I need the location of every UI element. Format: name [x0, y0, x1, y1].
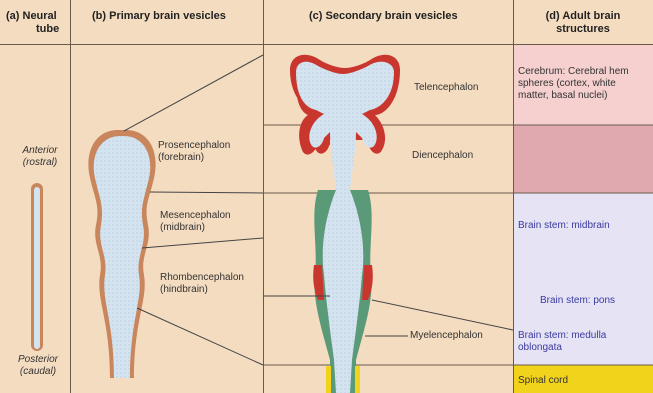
label-rhombencephalon: Rhombencephalon (hindbrain) [160, 272, 244, 296]
label-brainstem-medulla: Brain stem: medulla oblongata [518, 330, 606, 354]
label-mesencephalon: Mesencephalon (midbrain) [160, 210, 231, 234]
label-spinal-cord: Spinal cord [518, 375, 568, 387]
label-myelencephalon: Myelencephalon [410, 330, 483, 342]
label-brainstem-midbrain: Brain stem: midbrain [518, 220, 610, 232]
label-anterior: Anterior (rostral) [20, 145, 60, 169]
label-diencephalon: Diencephalon [412, 150, 473, 162]
neural-tube-lumen [34, 187, 40, 349]
label-prosencephalon: Prosencephalon (forebrain) [158, 140, 230, 164]
label-cerebrum: Cerebrum: Cerebral hem spheres (cortex, … [518, 66, 629, 102]
label-posterior: Posterior (caudal) [16, 354, 60, 378]
label-telencephalon: Telencephalon [414, 82, 479, 94]
label-brainstem-pons: Brain stem: pons [540, 295, 615, 307]
